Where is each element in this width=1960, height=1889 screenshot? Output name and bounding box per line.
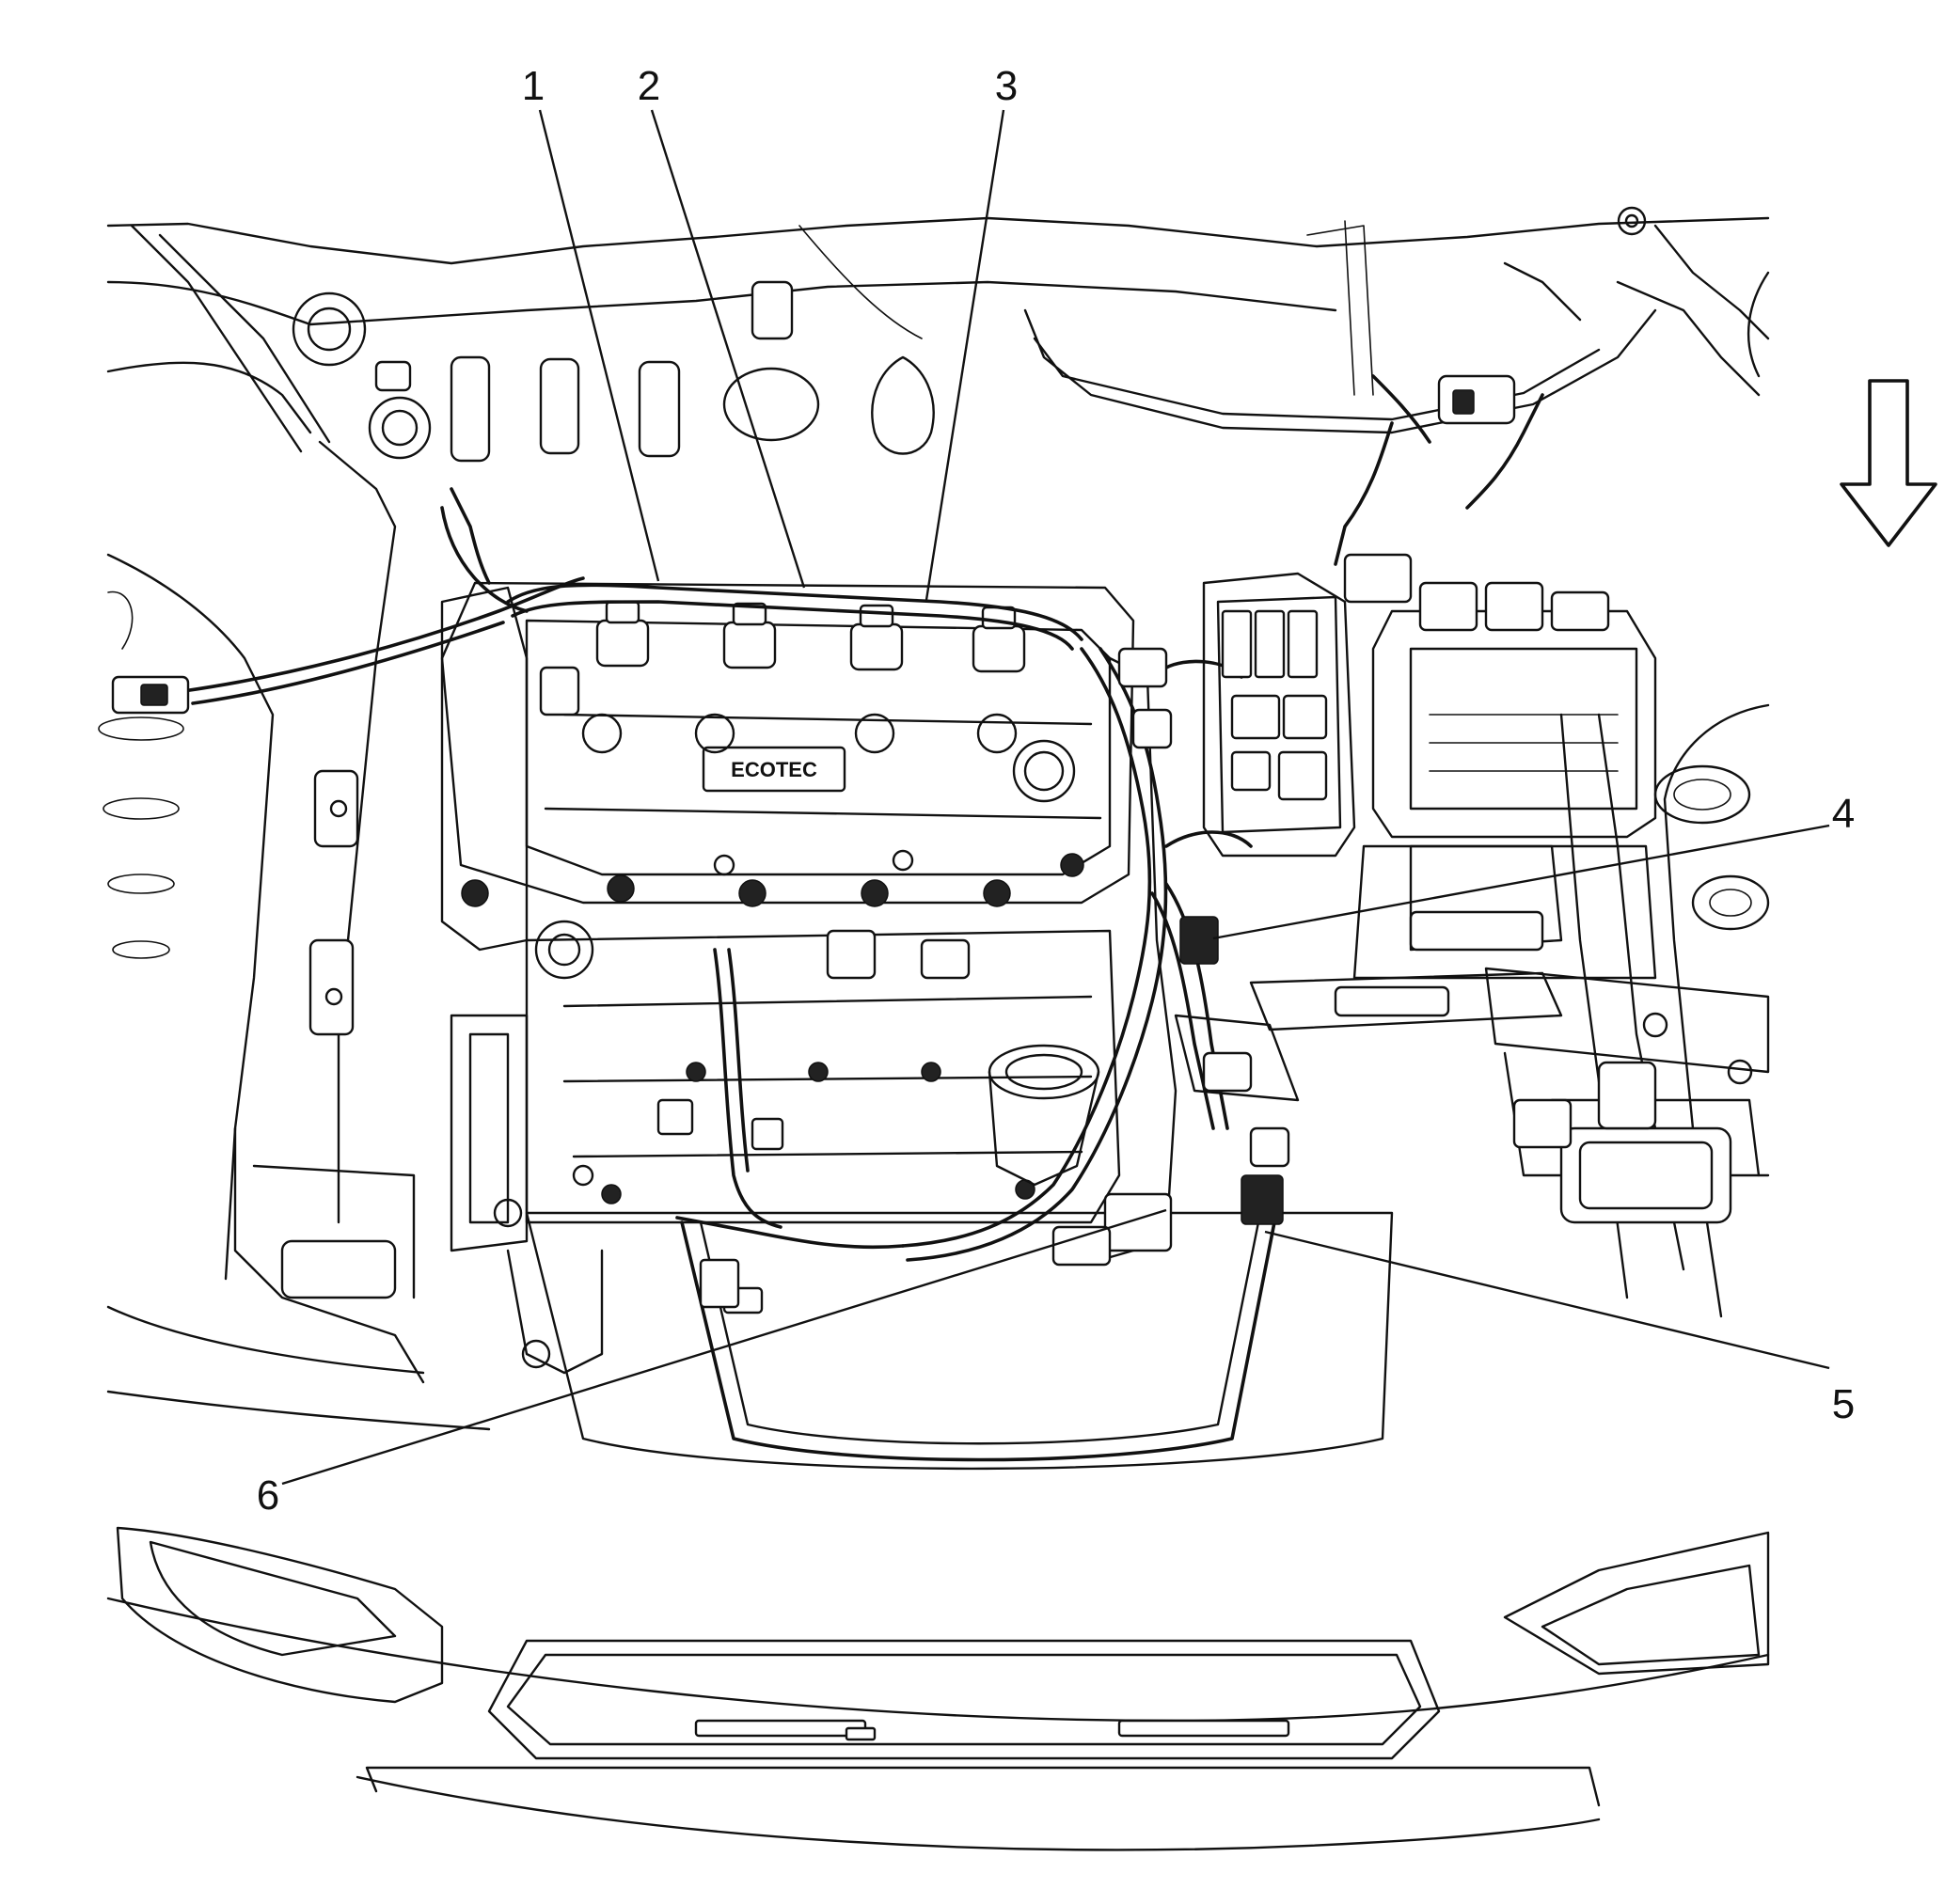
leader-5 bbox=[1264, 1230, 1830, 1370]
callout-4: 4 bbox=[1832, 791, 1855, 837]
engine-assembly: ECOTEC bbox=[440, 581, 1178, 1375]
front-direction-arrow-icon bbox=[1840, 379, 1937, 547]
underhood-fuse-block bbox=[1202, 572, 1356, 858]
callout-leaders bbox=[281, 109, 1830, 1486]
front-bumper-fascia bbox=[106, 1526, 1770, 1851]
leader-2 bbox=[650, 109, 806, 589]
wiring-harness bbox=[111, 374, 1544, 1262]
leader-3 bbox=[925, 109, 1005, 601]
plug-wells bbox=[461, 713, 1084, 907]
callout-labels: 1 2 3 4 5 6 bbox=[257, 63, 1855, 1519]
leader-1 bbox=[538, 109, 660, 582]
callout-3: 3 bbox=[995, 63, 1018, 109]
battery-tray bbox=[1352, 581, 1657, 980]
callout-2: 2 bbox=[638, 63, 660, 109]
vehicle-body-outline bbox=[98, 206, 1770, 1431]
leader-6 bbox=[281, 1208, 1167, 1486]
ignition-coils bbox=[595, 600, 1026, 673]
callout-1: 1 bbox=[522, 63, 545, 109]
callout-5: 5 bbox=[1832, 1381, 1855, 1427]
leader-4 bbox=[1212, 824, 1830, 940]
callout-6: 6 bbox=[257, 1472, 279, 1519]
engine-cover-badge: ECOTEC bbox=[731, 758, 817, 781]
